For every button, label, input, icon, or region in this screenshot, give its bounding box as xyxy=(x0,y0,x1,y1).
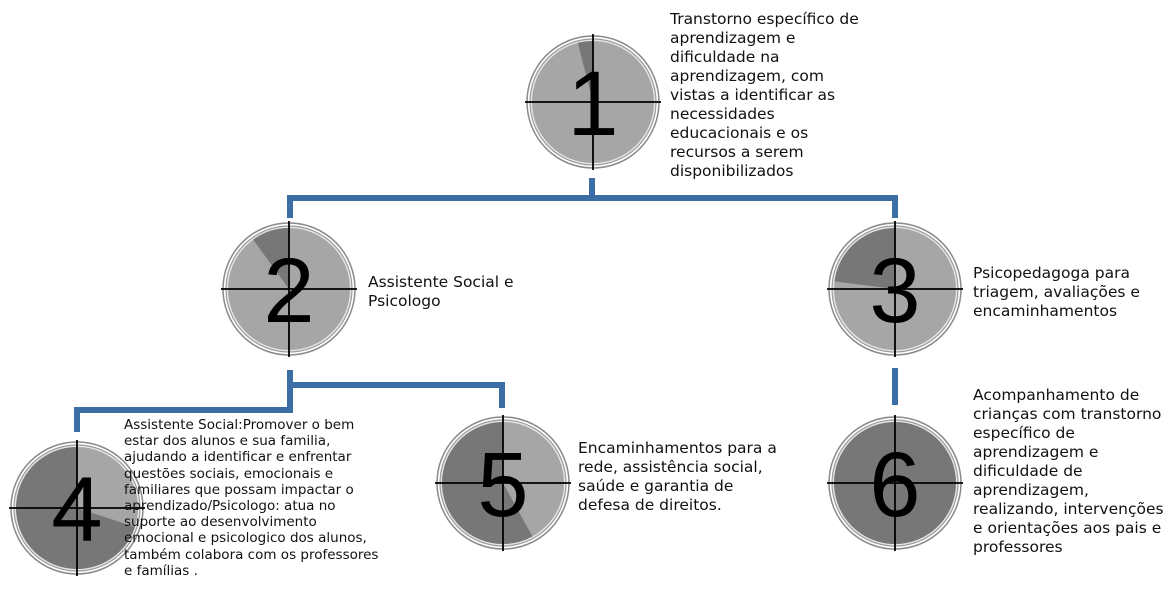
dial-number-5: 5 xyxy=(477,434,528,536)
dial-3: 3 xyxy=(827,221,963,357)
node-6-text: Acompanhamento de crianças com transtorn… xyxy=(973,386,1164,556)
dial-number-4: 4 xyxy=(51,459,102,561)
dial-3-progress-wedge xyxy=(834,228,895,289)
dial-2: 2 xyxy=(221,221,357,357)
node-2-text: Assistente Social e Psicologo xyxy=(368,273,514,310)
node-4-text: Assistente Social:Promover o bem estar d… xyxy=(124,417,379,579)
dial-2-progress-wedge xyxy=(253,228,289,289)
node-1-text: Transtorno específico de aprendizagem e … xyxy=(670,10,859,180)
dial-number-2: 2 xyxy=(263,240,314,342)
dial-number-6: 6 xyxy=(869,434,920,536)
dial-5: 5 xyxy=(435,415,571,551)
node-5-text: Encaminhamentos para a rede, assistência… xyxy=(578,439,777,514)
dial-4: 4 xyxy=(9,440,145,576)
dial-1-progress-wedge xyxy=(577,41,593,102)
dial-number-1: 1 xyxy=(567,53,618,155)
dial-6: 6 xyxy=(827,415,963,551)
dial-1: 1 xyxy=(525,34,661,170)
dial-number-3: 3 xyxy=(869,240,920,342)
node-3-text: Psicopedagoga para triagem, avaliações e… xyxy=(973,264,1140,320)
